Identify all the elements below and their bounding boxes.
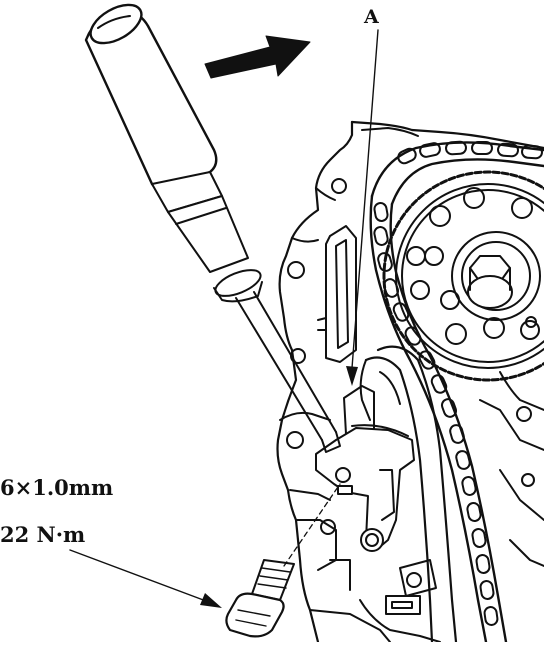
bolt-leader (70, 550, 222, 608)
bolt-icon (226, 484, 340, 636)
lower-mount (330, 560, 440, 642)
callout-label-a: A (364, 6, 379, 28)
camshaft-sprocket (384, 172, 544, 380)
direction-arrow-icon (205, 36, 310, 78)
callout-a-leader (346, 30, 378, 386)
torque-spec: 22 N·m (0, 522, 85, 547)
engine-housing (278, 122, 544, 642)
bolt-size-spec: 6×1.0mm (0, 475, 113, 500)
chain-guide-bracket (318, 226, 356, 362)
